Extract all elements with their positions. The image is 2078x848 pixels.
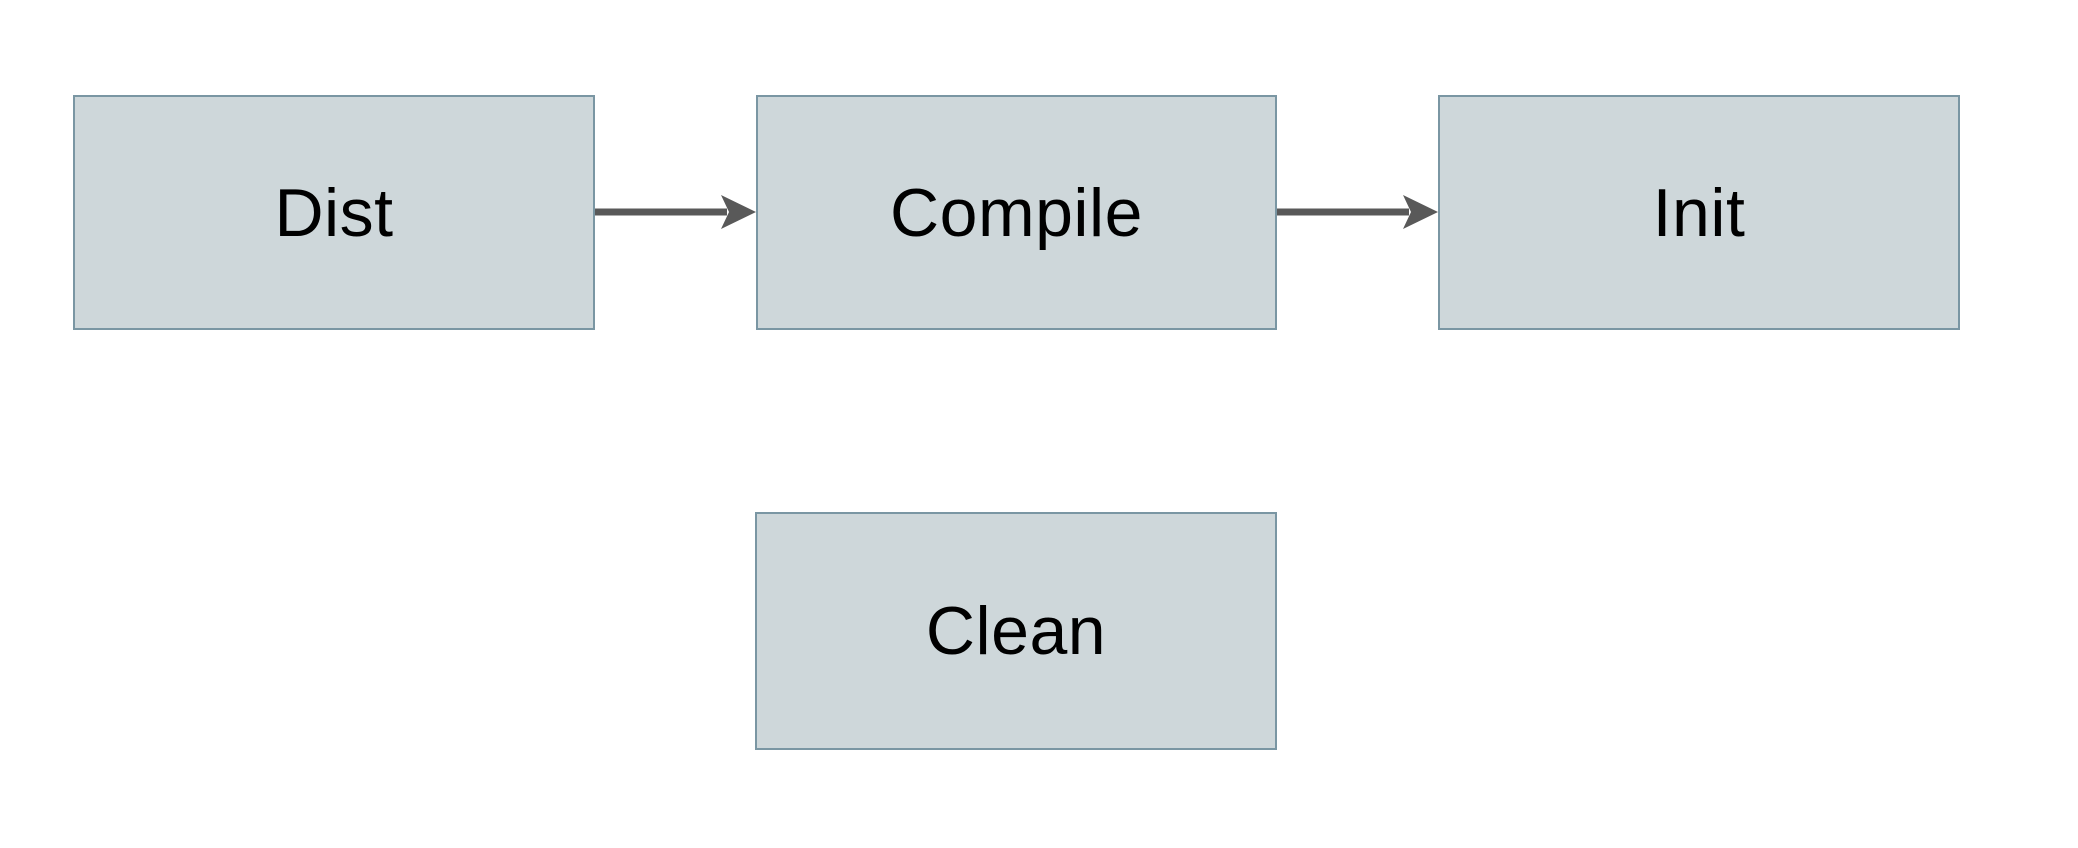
node-init-label: Init [1652,174,1746,251]
node-dist[interactable]: Dist [73,95,595,330]
edge-compile-to-init[interactable] [1277,190,1438,234]
arrow-compile-to-init-icon [1277,195,1438,229]
edge-dist-to-compile[interactable] [595,190,756,234]
node-compile-label: Compile [890,174,1143,251]
node-clean-label: Clean [925,593,1107,669]
node-init[interactable]: Init [1438,95,1960,330]
node-clean[interactable]: Clean [755,512,1277,750]
arrow-dist-to-compile-icon [595,195,756,229]
node-dist-label: Dist [274,174,394,251]
node-compile[interactable]: Compile [756,95,1277,330]
